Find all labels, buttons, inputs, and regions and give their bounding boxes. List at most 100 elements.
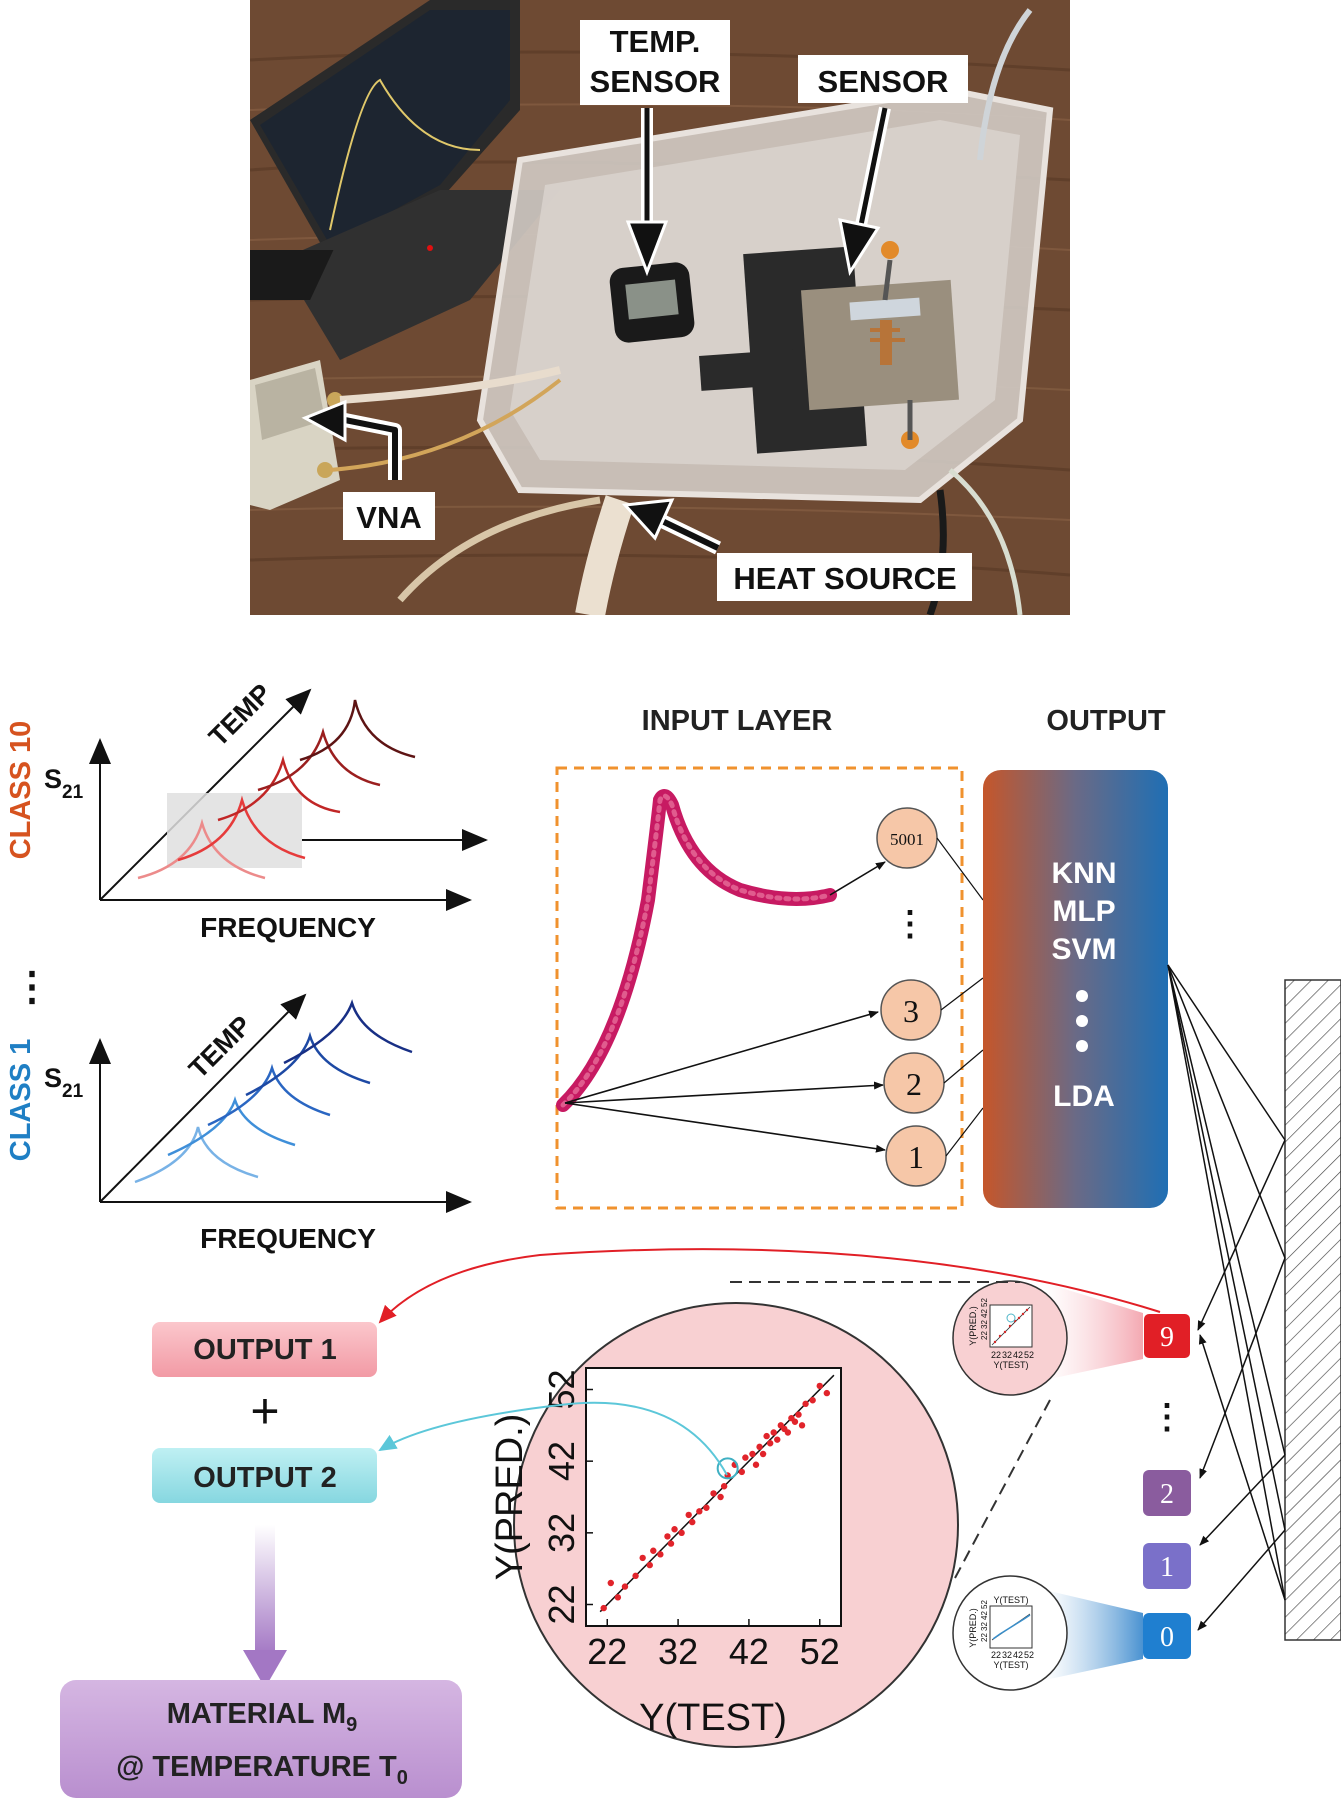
class1-temp-axis-label: TEMP	[183, 1010, 257, 1084]
label-heat-source: HEAT SOURCE	[733, 561, 956, 596]
data-point	[607, 1579, 614, 1587]
data-point	[816, 1382, 823, 1390]
model-mlp: MLP	[1052, 895, 1115, 928]
class-node-1: 1	[1160, 1552, 1174, 1583]
x-tick-label: 22	[587, 1631, 627, 1672]
class1-y-label: S	[44, 1063, 62, 1093]
arrow-point-to-output2	[378, 1401, 728, 1476]
photo-arrow-temp	[625, 108, 669, 277]
arrow-class9-to-output1	[378, 1248, 1161, 1324]
mini-chart-class0: Y(TEST) 22 32 42 52 Y(TEST) Y(PRED.) 22 …	[952, 1575, 1068, 1691]
data-point	[632, 1572, 639, 1580]
mini9-ytick-32: 32	[980, 1320, 989, 1329]
zoom-line-bottom	[954, 1399, 1051, 1579]
class-node-9: 9	[1160, 1322, 1174, 1353]
data-point	[621, 1583, 629, 1590]
label-sensor: SENSOR	[818, 64, 949, 99]
photo-arrow-vna	[301, 399, 402, 480]
main-chart-ylabel: Y(PRED.)	[489, 1414, 531, 1581]
model-svm: SVM	[1051, 933, 1116, 966]
class1-y-subscript: 21	[62, 1081, 84, 1102]
plastic-container	[476, 86, 1054, 504]
data-point	[614, 1594, 622, 1601]
x-tick-label: 42	[729, 1631, 769, 1672]
data-point	[802, 1400, 809, 1408]
vna-device	[250, 360, 343, 510]
mini9-xtick-22: 22	[991, 1350, 1001, 1360]
data-point	[749, 1450, 756, 1458]
data-point	[798, 1422, 806, 1429]
input-node-ellipsis: ⋮	[893, 905, 927, 943]
y-tick-label: 32	[541, 1513, 582, 1553]
input-waveform	[556, 789, 837, 1112]
mini0-xlabel: Y(TEST)	[994, 1660, 1029, 1670]
data-point	[742, 1454, 749, 1461]
data-point	[770, 1429, 777, 1436]
input-node-1: 1	[908, 1139, 924, 1175]
model-lda: LDA	[1053, 1080, 1115, 1113]
mini0-ytick-42: 42	[980, 1611, 989, 1620]
x-tick-label: 52	[800, 1631, 840, 1672]
class10-spectrum-panel: TEMP S21 FREQUENCY	[44, 678, 488, 943]
class-node-2: 2	[1160, 1479, 1174, 1510]
input-node-2: 2	[906, 1066, 922, 1102]
mini0-title: Y(TEST)	[994, 1595, 1029, 1605]
temperature-subscript: 0	[397, 1767, 408, 1789]
data-point	[717, 1493, 724, 1501]
input-layer-title: INPUT LAYER	[642, 705, 833, 737]
photo-arrow-heat	[621, 498, 722, 555]
mini9-xtick-32: 32	[1002, 1350, 1012, 1360]
class1-label: CLASS 1	[5, 1039, 37, 1161]
data-point	[671, 1526, 678, 1533]
y-tick-label: 42	[541, 1441, 582, 1481]
mini-chart-class9: 22 32 42 52 Y(TEST) Y(PRED.) 22 32 42 52	[952, 1280, 1068, 1396]
class-connection-lines	[1167, 964, 1286, 1631]
output-title: OUTPUT	[1046, 705, 1166, 737]
data-point	[766, 1440, 774, 1447]
material-subscript: 9	[346, 1714, 357, 1736]
data-point	[784, 1429, 792, 1436]
svg-text:S21: S21	[44, 1063, 84, 1102]
data-point	[696, 1508, 703, 1515]
mini0-ytick-52: 52	[980, 1600, 989, 1609]
data-point	[823, 1389, 831, 1397]
svg-text:@ TEMPERATURE T0: @ TEMPERATURE T0	[116, 1751, 408, 1789]
data-point	[600, 1604, 607, 1612]
mini9-ytick-42: 42	[980, 1309, 989, 1318]
svg-text:MATERIAL M9: MATERIAL M9	[167, 1698, 357, 1736]
mini9-xtick-52: 52	[1024, 1350, 1034, 1360]
mini9-xlabel: Y(TEST)	[994, 1360, 1029, 1370]
class10-y-label: S	[44, 764, 62, 794]
class10-x-label: FREQUENCY	[200, 912, 376, 943]
material-line2: @ TEMPERATURE T	[116, 1751, 397, 1783]
output2-box: OUTPUT 2	[152, 1448, 377, 1503]
class-ellipsis: ⋮	[12, 965, 52, 1009]
data-point	[703, 1504, 710, 1511]
model-knn: KNN	[1052, 857, 1117, 890]
mini0-ytick-22: 22	[980, 1633, 989, 1642]
fit-line	[599, 1374, 835, 1613]
mini0-xtick-32: 32	[1002, 1650, 1012, 1660]
data-point	[685, 1511, 692, 1519]
x-tick-label: 32	[658, 1631, 698, 1672]
class10-temp-axis-label: TEMP	[203, 678, 277, 752]
input-node-3: 3	[903, 993, 919, 1029]
data-point	[752, 1461, 760, 1468]
label-vna: VNA	[356, 500, 421, 535]
mini9-xtick-42: 42	[1013, 1350, 1023, 1360]
svg-text:S21: S21	[44, 764, 84, 803]
data-point	[756, 1443, 763, 1451]
class-node-0: 0	[1160, 1622, 1174, 1653]
zoom-cone-9	[1045, 1283, 1143, 1380]
data-point	[646, 1561, 653, 1569]
output1-label: OUTPUT 1	[193, 1334, 336, 1366]
mini9-ylabel: Y(PRED.)	[968, 1306, 978, 1346]
data-point	[809, 1397, 816, 1404]
label-temp-sensor-line1: TEMP.	[610, 24, 701, 59]
data-point	[738, 1468, 746, 1476]
data-point	[667, 1540, 675, 1547]
photo-arrow-sensor	[838, 106, 891, 276]
data-point	[710, 1490, 717, 1497]
